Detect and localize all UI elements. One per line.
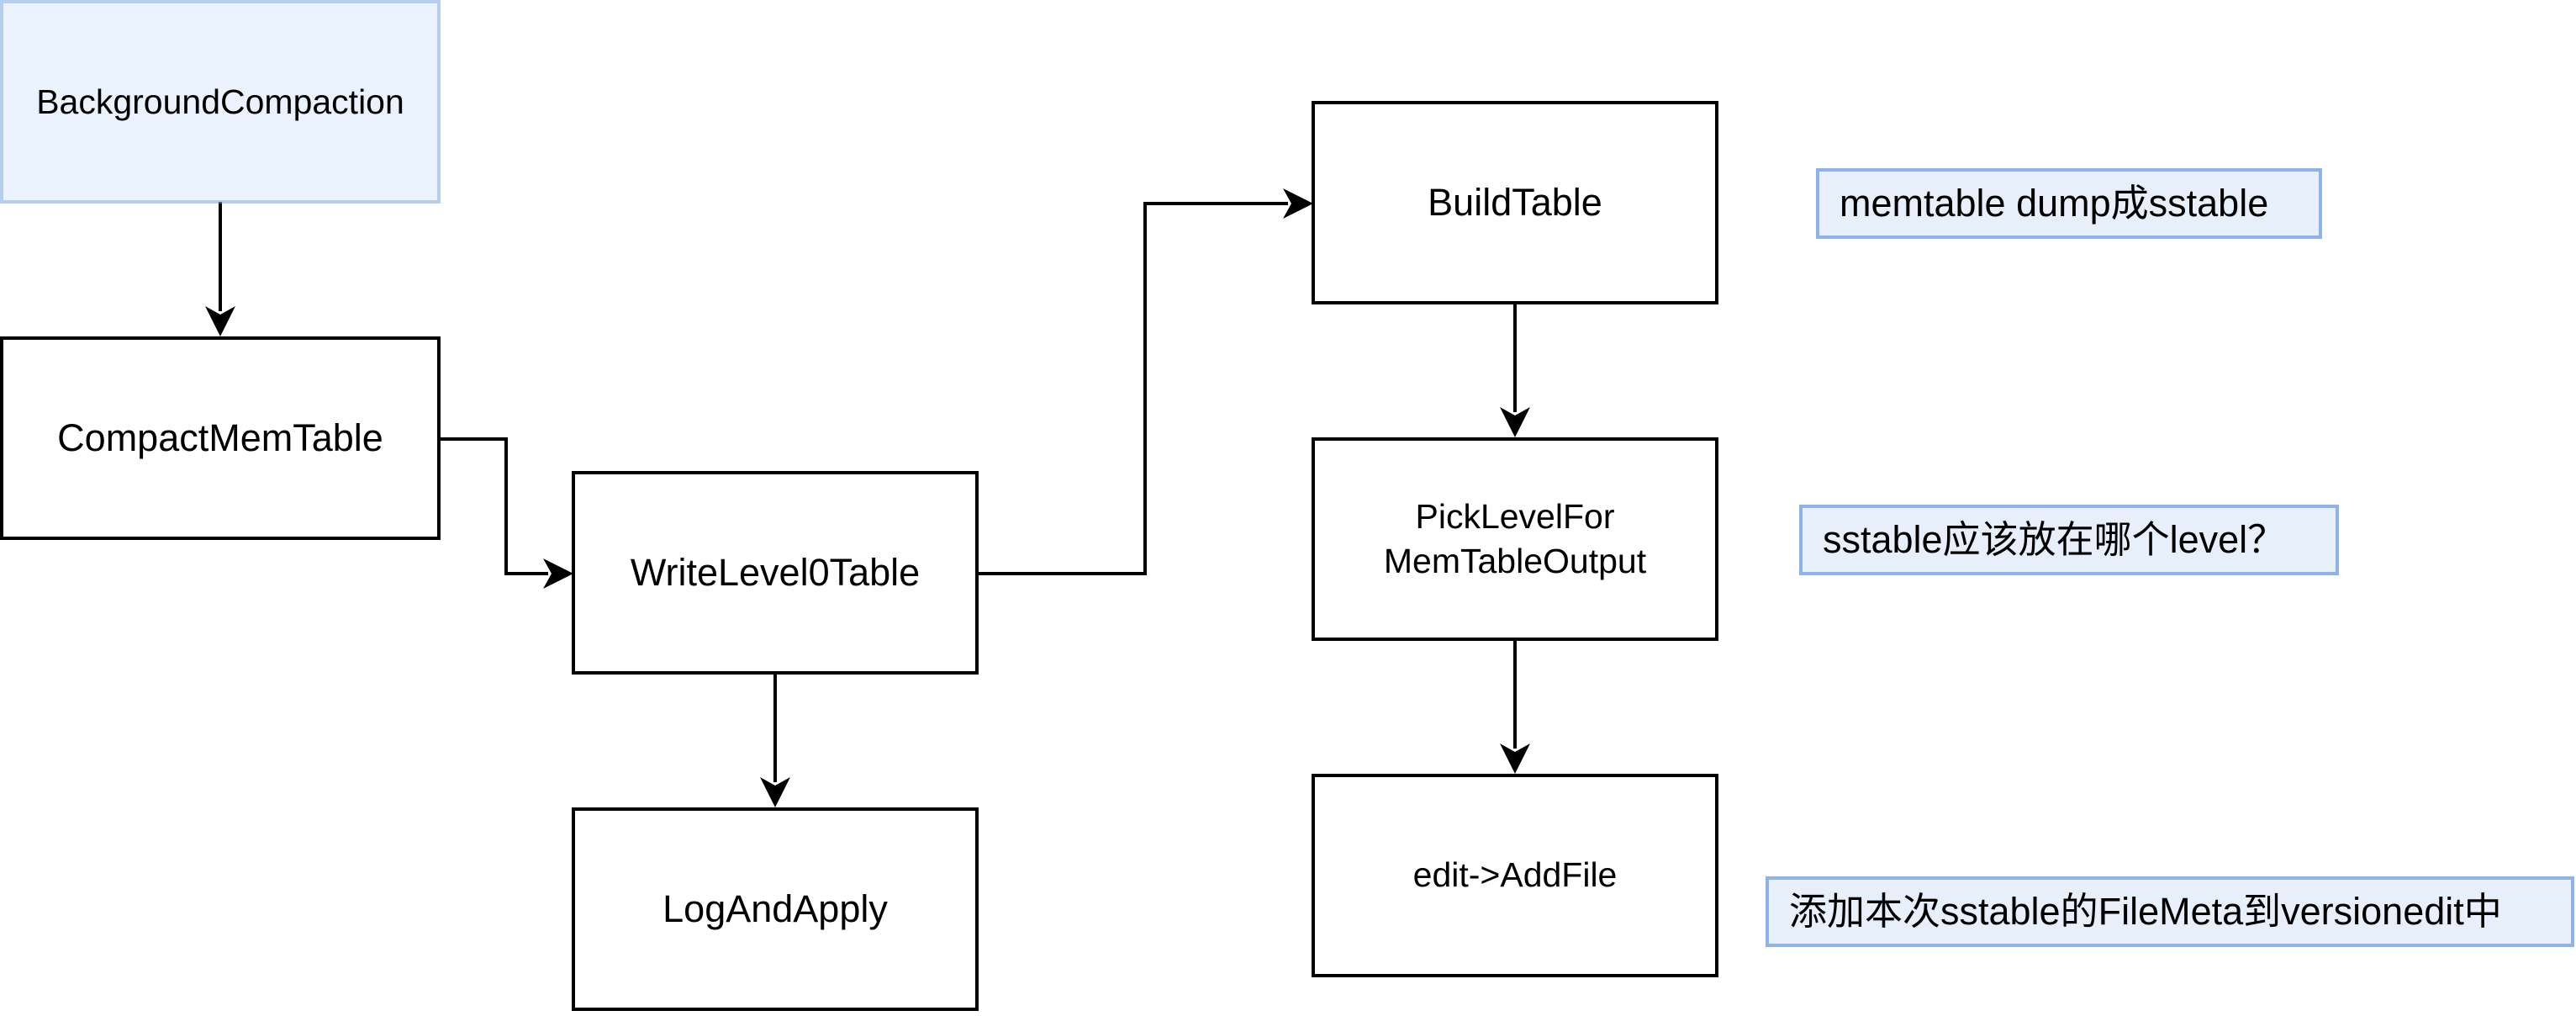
arrow-writelevel0table-to-buildtable xyxy=(977,188,1313,575)
pick-level-note-label: sstable应该放在哪个level？ xyxy=(1823,517,2286,561)
arrow-picklevel-to-addfile xyxy=(1500,641,1530,774)
background-compaction-label: BackgroundCompaction xyxy=(36,82,404,121)
pick-level-note[interactable]: sstable应该放在哪个level？ xyxy=(1799,505,2339,575)
background-compaction-node[interactable]: BackgroundCompaction xyxy=(0,0,441,204)
write-level0-table-label: WriteLevel0Table xyxy=(630,550,921,594)
arrow-buildtable-to-picklevel xyxy=(1500,304,1530,437)
add-file-note-label: 添加本次sstable的FileMeta到versionedit中 xyxy=(1789,889,2502,933)
edit-add-file-node[interactable]: edit->AddFile xyxy=(1312,774,1718,977)
add-file-note[interactable]: 添加本次sstable的FileMeta到versionedit中 xyxy=(1766,876,2574,947)
compact-memtable-node[interactable]: CompactMemTable xyxy=(0,336,441,540)
build-table-note-label: memtable dump成sstable xyxy=(1840,181,2269,225)
log-and-apply-node[interactable]: LogAndApply xyxy=(572,807,979,1011)
write-level0-table-node[interactable]: WriteLevel0Table xyxy=(572,471,979,675)
build-table-node[interactable]: BuildTable xyxy=(1312,101,1718,304)
background-compaction-box-bg xyxy=(0,0,441,204)
build-table-note[interactable]: memtable dump成sstable xyxy=(1816,168,2322,239)
log-and-apply-label: LogAndApply xyxy=(662,886,888,930)
arrow-background-to-compactmemtable xyxy=(205,202,235,336)
pick-level-for-memtable-output-label: PickLevelFor MemTableOutput xyxy=(1383,496,1647,580)
compact-memtable-label: CompactMemTable xyxy=(57,415,383,459)
build-table-label: BuildTable xyxy=(1428,180,1602,224)
pick-level-for-memtable-output-node[interactable]: PickLevelFor MemTableOutput xyxy=(1312,437,1718,641)
arrow-writelevel0table-to-logandapply xyxy=(760,673,790,807)
arrow-compactmemtable-to-writelevel0table xyxy=(439,437,573,589)
edit-add-file-label: edit->AddFile xyxy=(1412,855,1618,895)
